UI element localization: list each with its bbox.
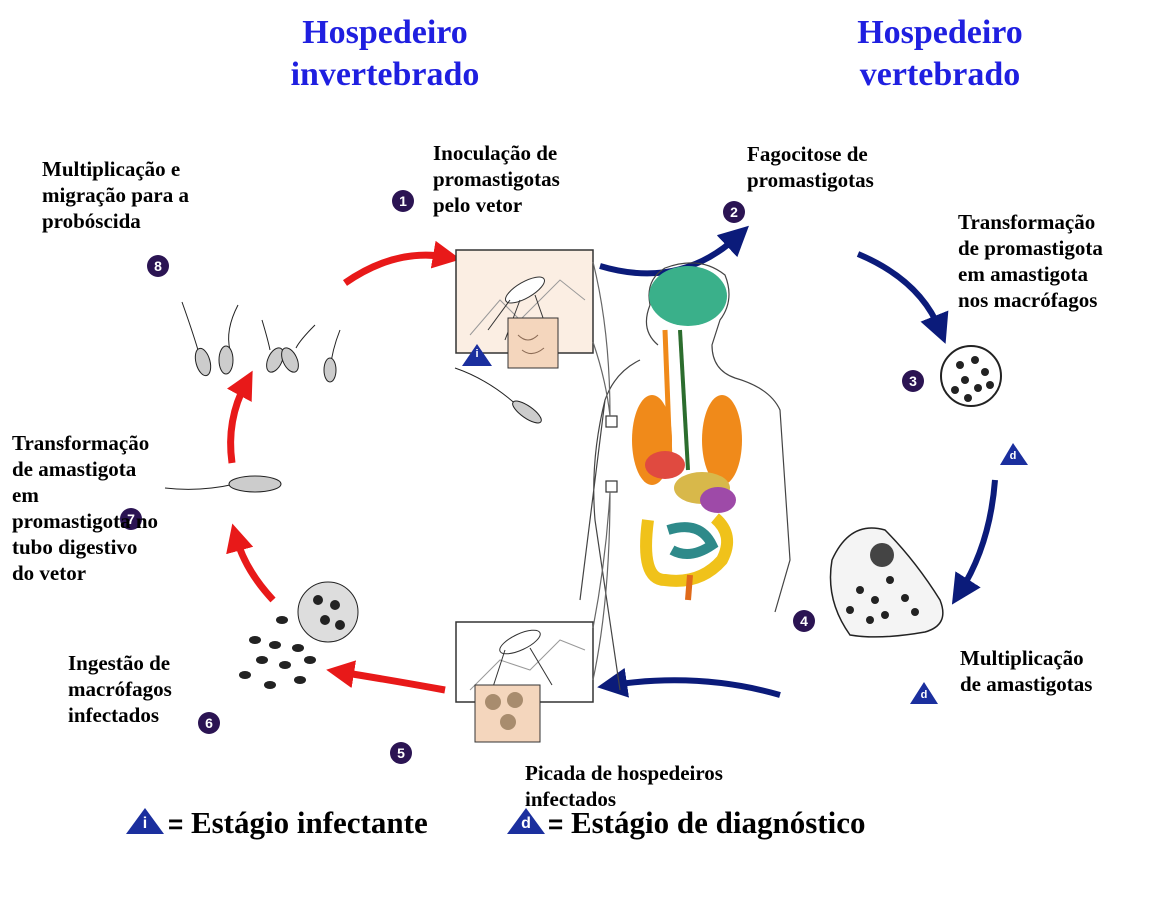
step-2-label-line: Fagocitose de bbox=[747, 141, 874, 167]
step-7-label-line: de amastigota bbox=[12, 456, 158, 482]
step-badge-1: 1 bbox=[392, 190, 414, 212]
step-3-label-line: nos macrófagos bbox=[958, 287, 1103, 313]
arrow-to-multiplication-proboscis bbox=[231, 383, 246, 463]
step-8-label-line: Multiplicação e bbox=[42, 156, 189, 182]
step-3-label-line: Transformação bbox=[958, 209, 1103, 235]
step-6-label-line: macrófagos bbox=[68, 676, 172, 702]
step-1-label-line: Inoculação de bbox=[433, 140, 560, 166]
infective-stage-letter: i bbox=[471, 348, 483, 360]
step-3-label-line: em amastigota bbox=[958, 261, 1103, 287]
step-8-label: Multiplicação e migração para a probósci… bbox=[42, 156, 189, 234]
macrophage-amastigotes bbox=[941, 346, 1001, 406]
step-7-label-line: tubo digestivo bbox=[12, 534, 158, 560]
macrophage-multiplying bbox=[830, 528, 942, 637]
step-7-label: Transformação de amastigota em promastig… bbox=[12, 430, 158, 586]
legend-diagnostic: = Estágio de diagnóstico bbox=[548, 805, 865, 842]
step-badge-6: 6 bbox=[198, 712, 220, 734]
diagnostic-stage-letter-macrophage: d bbox=[1007, 450, 1019, 462]
promastigote-free bbox=[455, 368, 544, 427]
step-2-label: Fagocitose de promastigotas bbox=[747, 141, 874, 193]
step-8-label-line: probóscida bbox=[42, 208, 189, 234]
legend-infective: = Estágio infectante bbox=[168, 805, 428, 842]
step-7-label-line: em bbox=[12, 482, 158, 508]
step-2-label-line: promastigotas bbox=[747, 167, 874, 193]
step-1-label-line: pelo vetor bbox=[433, 192, 560, 218]
arrow-to-inoculation bbox=[345, 255, 447, 283]
arrow-to-transformation bbox=[858, 254, 940, 330]
step-1-label-line: promastigotas bbox=[433, 166, 560, 192]
step-badge-8: 8 bbox=[147, 255, 169, 277]
step-badge-4: 4 bbox=[793, 610, 815, 632]
legend-infective-letter: i bbox=[138, 815, 152, 833]
step-5-label-line: Picada de hospedeiros bbox=[525, 760, 723, 786]
diagnostic-stage-letter-multiplication: d bbox=[918, 689, 930, 701]
legend-diagnostic-text: Estágio de diagnóstico bbox=[571, 805, 866, 840]
legend-diagnostic-sign: = bbox=[548, 809, 563, 839]
arrow-to-multiplication bbox=[960, 480, 995, 592]
step-7-label-line: promastigota no bbox=[12, 508, 158, 534]
step-3-label: Transformação de promastigota em amastig… bbox=[958, 209, 1103, 313]
step-4-label: Multiplicação de amastigotas bbox=[960, 645, 1092, 697]
step-6-label-line: Ingestão de bbox=[68, 650, 172, 676]
step-4-label-line: de amastigotas bbox=[960, 671, 1092, 697]
step-3-label-line: de promastigota bbox=[958, 235, 1103, 261]
arrow-to-phagocytosis bbox=[600, 236, 738, 273]
step-4-label-line: Multiplicação bbox=[960, 645, 1092, 671]
legend-infective-text: Estágio infectante bbox=[191, 805, 428, 840]
step-1-label: Inoculação de promastigotas pelo vetor bbox=[433, 140, 560, 218]
human-body bbox=[580, 262, 790, 690]
legend-diagnostic-letter: d bbox=[519, 815, 533, 833]
step-7-label-line: do vetor bbox=[12, 560, 158, 586]
sandfly-bite-inset bbox=[456, 622, 593, 742]
arrow-to-ingestion bbox=[340, 672, 445, 690]
promastigote-transforming bbox=[165, 476, 281, 492]
step-badge-5: 5 bbox=[390, 742, 412, 764]
legend-infective-sign: = bbox=[168, 809, 183, 839]
arrow-to-bite bbox=[612, 680, 780, 695]
step-badge-3: 3 bbox=[902, 370, 924, 392]
step-6-label: Ingestão de macrófagos infectados bbox=[68, 650, 172, 728]
promastigotes-multiplying bbox=[182, 302, 340, 382]
step-6-label-line: infectados bbox=[68, 702, 172, 728]
step-7-label-line: Transformação bbox=[12, 430, 158, 456]
step-8-label-line: migração para a bbox=[42, 182, 189, 208]
step-badge-2: 2 bbox=[723, 201, 745, 223]
arrow-to-transformation-vector bbox=[236, 537, 273, 600]
